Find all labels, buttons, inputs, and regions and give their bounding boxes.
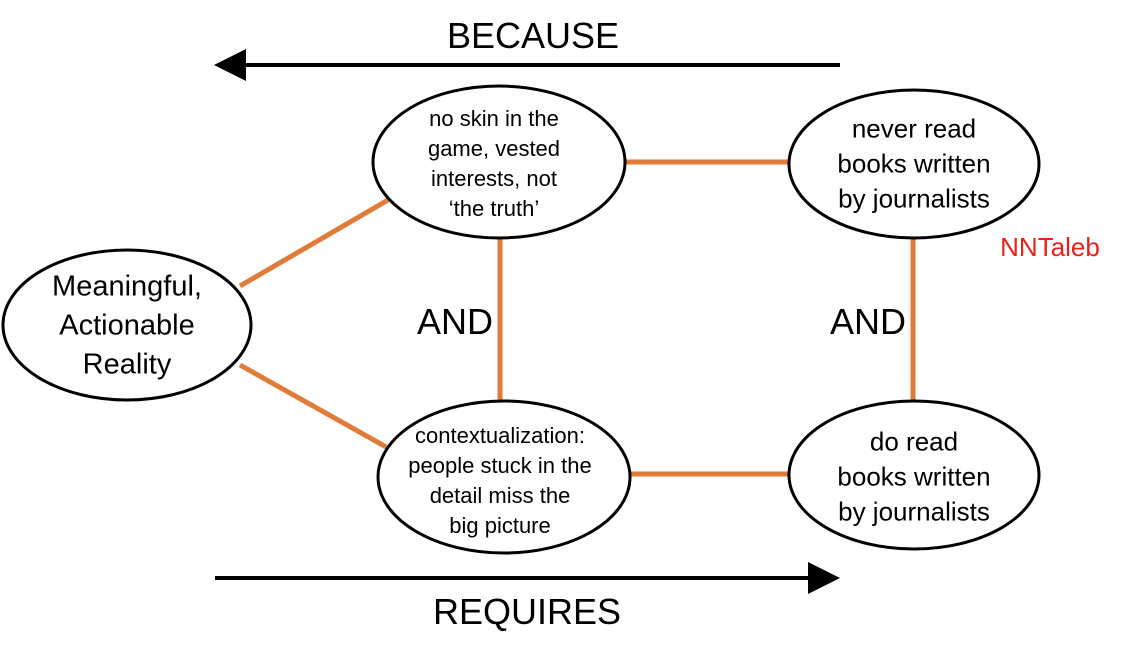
attribution-label: NNTaleb [1000, 232, 1100, 262]
node-neverread-text: never read books written by journalists [837, 113, 991, 214]
and-label-right: AND [829, 301, 906, 342]
node-context-ellipse [376, 399, 632, 555]
node-skin-ellipse [371, 84, 627, 240]
node-skin-text: no skin in the game, vested interests, n… [427, 106, 561, 221]
node-neverread-ellipse [787, 88, 1041, 240]
requires-label: REQUIRES [432, 591, 622, 632]
connector-reality-context [238, 362, 390, 451]
node-doread-ellipse [787, 399, 1041, 551]
node-reality-ellipse [1, 248, 253, 402]
and-label-left: AND [416, 301, 493, 342]
node-reality-text: Meaningful, Actionable Reality [52, 270, 202, 381]
node-doread-text: do read books written by journalists [837, 426, 991, 527]
connector-reality-skin [238, 197, 390, 289]
because-label: BECAUSE [446, 15, 620, 56]
node-context-text: contextualization: people stuck in the d… [408, 423, 592, 538]
